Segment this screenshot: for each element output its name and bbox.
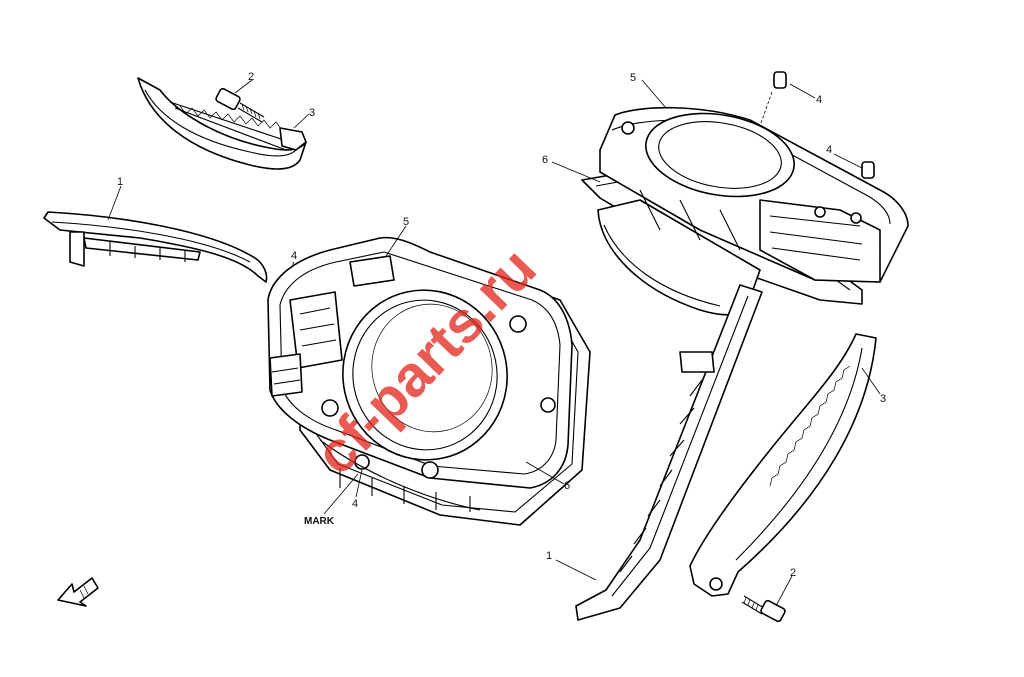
front-cylinder [267, 236, 591, 526]
front-direction-arrow-icon [57, 577, 99, 607]
dowel-pin-rear-top [773, 71, 787, 89]
bolt-top-left [215, 87, 265, 123]
mark-label: MARK [304, 516, 335, 527]
callout-front-gasket-6: 6 [564, 480, 570, 492]
callout-rear-gasket-6: 6 [542, 154, 548, 166]
tensioner-guide-top-left [137, 77, 307, 170]
callout-rear-pin-4-mid: 4 [826, 144, 832, 156]
callout-front-pin-4: 4 [352, 498, 358, 510]
callout-front-cylinder-5: 5 [403, 216, 409, 228]
callout-top-left-3: 3 [309, 107, 315, 119]
callout-right-guide-3: 3 [880, 393, 886, 405]
callout-rear-cylinder-5: 5 [630, 72, 636, 84]
callout-right-bolt-2: 2 [790, 567, 796, 579]
rear-cylinder [581, 106, 909, 316]
callout-rear-pin-4-top: 4 [816, 94, 822, 106]
chain-guide-left [43, 211, 268, 283]
callout-left-guide-1: 1 [117, 176, 123, 188]
bolt-bottom-right [741, 595, 786, 623]
callout-right-guide-1: 1 [546, 550, 552, 562]
chain-guide-right [575, 284, 763, 621]
callout-top-left-2: 2 [248, 71, 254, 83]
dowel-pin-rear-mid [861, 161, 875, 179]
callout-left-pin-4: 4 [291, 250, 297, 262]
tensioner-guide-right [689, 333, 877, 597]
